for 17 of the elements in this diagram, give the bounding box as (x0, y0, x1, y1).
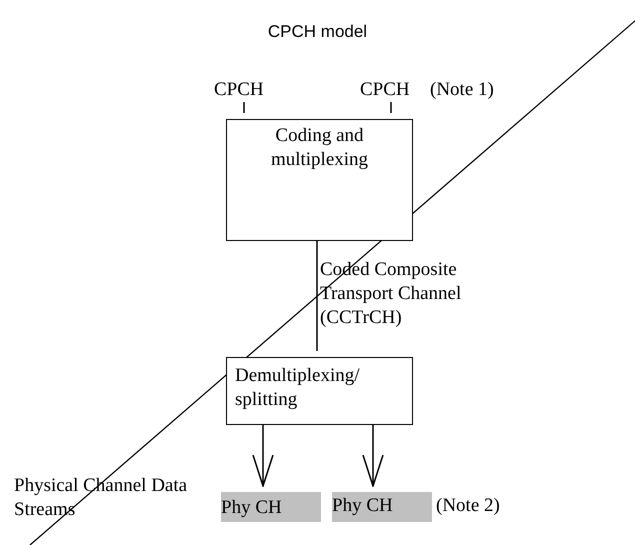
diagram-title: CPCH model (266, 22, 368, 42)
process-box (226, 357, 413, 425)
arrow (362, 425, 384, 487)
node-text: CPCH (360, 78, 411, 102)
note-text: (Note 1) (429, 78, 494, 102)
node-text: Phy CH (332, 494, 394, 518)
connector-line (390, 102, 392, 113)
channel-box (221, 492, 321, 522)
note-text: (Note 2) (435, 494, 500, 518)
node-text: Coding and multiplexing (270, 124, 370, 172)
connector-line (243, 102, 245, 113)
node-text: CPCH (214, 78, 265, 102)
process-box (226, 119, 413, 241)
connector-line (316, 241, 318, 351)
node-text: Phy CH (221, 496, 283, 520)
node-text: Demultiplexing/ splitting (235, 364, 361, 412)
arrow (252, 425, 274, 487)
